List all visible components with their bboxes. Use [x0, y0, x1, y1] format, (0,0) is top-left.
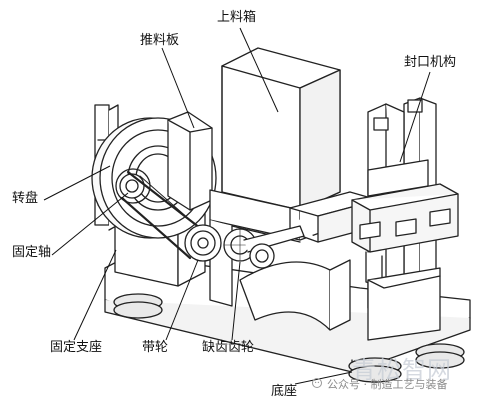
leader-fixed-shaft [51, 192, 129, 256]
leader-partial-gear [231, 261, 241, 341]
label-fixed-shaft: 固定轴 [12, 245, 52, 260]
leader-fixed-support [73, 249, 117, 341]
label-hopper: 上料箱 [217, 10, 257, 25]
sealing-mechanism [351, 97, 459, 341]
label-turntable: 转盘 [12, 191, 39, 206]
label-pulley: 带轮 [142, 340, 169, 355]
leader-push-plate [161, 47, 195, 129]
label-base: 底座 [271, 384, 298, 399]
leader-hopper [239, 27, 279, 113]
base-feet [113, 293, 465, 383]
leader-sealing [399, 71, 431, 163]
wechat-icon [312, 378, 322, 388]
push-plate [167, 111, 213, 211]
watermark-logo: 青松智网 [352, 356, 452, 384]
pulley [115, 168, 222, 262]
hopper-box [221, 47, 341, 211]
leader-base [294, 371, 353, 385]
label-partial-gear: 缺齿齿轮 [202, 340, 255, 355]
belt [120, 170, 207, 260]
label-fixed-support: 固定支座 [50, 340, 103, 355]
label-push-plate: 推料板 [140, 33, 180, 48]
label-sealing-mechanism: 封口机构 [404, 55, 457, 70]
curved-ramp [239, 259, 351, 331]
watermark-account: 公众号 · 制造工艺与装备 [327, 378, 448, 391]
leader-turntable [43, 165, 111, 201]
partial-gear [223, 225, 305, 269]
leader-pulley [165, 259, 199, 341]
